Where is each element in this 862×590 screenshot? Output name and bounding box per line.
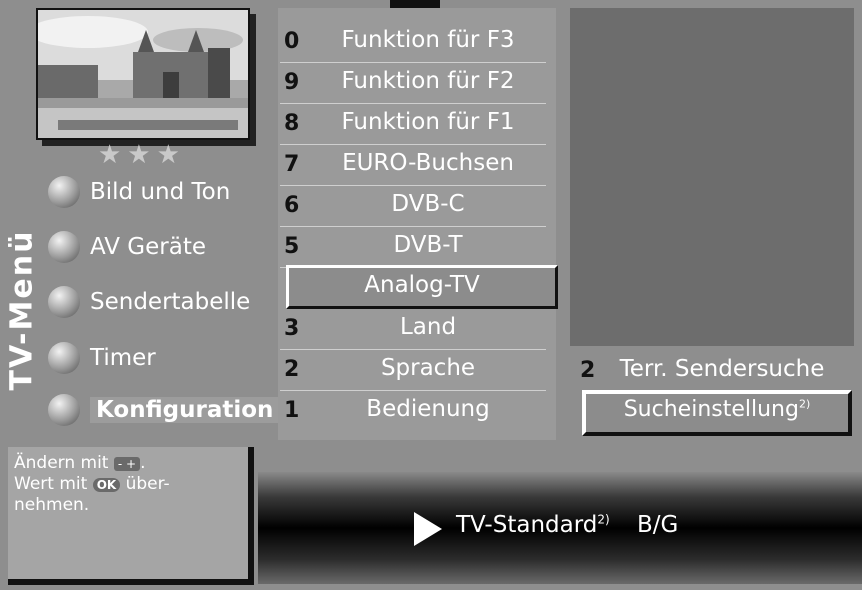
- sub-row-terr-sendersuche[interactable]: 2 Terr. Sendersuche: [580, 356, 825, 383]
- config-row-funktion-f3[interactable]: 0 Funktion für F3: [280, 21, 546, 63]
- menu-item-timer[interactable]: Timer: [48, 338, 156, 378]
- help-box: Ändern mit - +. Wert mit OK über- nehmen…: [8, 447, 254, 585]
- menu-item-label: Konfiguration: [90, 397, 280, 423]
- menu-item-label: Bild und Ton: [90, 179, 231, 205]
- menu-ball-icon: [48, 394, 80, 426]
- preview-thumbnail: [36, 8, 250, 140]
- menu-ball-icon: [48, 176, 80, 208]
- menu-item-konfiguration[interactable]: Konfiguration: [48, 390, 280, 430]
- config-row-sprache[interactable]: 2 Sprache: [280, 349, 546, 391]
- vertical-menu-title: TV-Menü: [4, 229, 40, 391]
- status-bar: [258, 472, 862, 584]
- config-row-euro-buchsen[interactable]: 7 EURO-Buchsen: [280, 144, 546, 186]
- config-row-analog-tv[interactable]: Analog-TV: [286, 265, 558, 309]
- menu-item-label: AV Geräte: [90, 234, 206, 260]
- menu-ball-icon: [48, 342, 80, 374]
- info-panel: [570, 8, 854, 346]
- menu-item-av-geraete[interactable]: AV Geräte: [48, 227, 206, 267]
- ok-key-icon: OK: [92, 478, 121, 492]
- config-row-dvb-c[interactable]: 6 DVB-C: [280, 185, 546, 227]
- menu-item-label: Timer: [90, 345, 156, 371]
- config-row-land[interactable]: 3 Land: [280, 308, 546, 350]
- top-tab-marker: [390, 0, 440, 8]
- play-icon: [414, 512, 442, 546]
- menu-item-bild-und-ton[interactable]: Bild und Ton: [48, 172, 230, 212]
- config-row-dvb-t[interactable]: 5 DVB-T: [280, 226, 546, 268]
- config-list-panel: [278, 8, 556, 440]
- menu-item-label: Sendertabelle: [90, 289, 251, 315]
- rating-stars: ★★★: [98, 140, 186, 170]
- config-row-funktion-f1[interactable]: 8 Funktion für F1: [280, 103, 546, 145]
- minus-plus-key-icon: - +: [113, 457, 141, 471]
- config-row-bedienung[interactable]: 1 Bedienung: [284, 396, 490, 423]
- menu-ball-icon: [48, 231, 80, 263]
- city-gate-image: [38, 10, 248, 138]
- config-row-funktion-f2[interactable]: 9 Funktion für F2: [280, 62, 546, 104]
- menu-item-sendertabelle[interactable]: Sendertabelle: [48, 282, 250, 322]
- sub-row-sucheinstellung[interactable]: Sucheinstellung2): [582, 390, 852, 436]
- tv-standard-value: B/G: [637, 512, 679, 538]
- tv-standard-status[interactable]: TV-Standard2) B/G: [456, 512, 679, 538]
- menu-ball-icon: [48, 286, 80, 318]
- help-text: Ändern mit - +. Wert mit OK über- nehmen…: [14, 453, 170, 515]
